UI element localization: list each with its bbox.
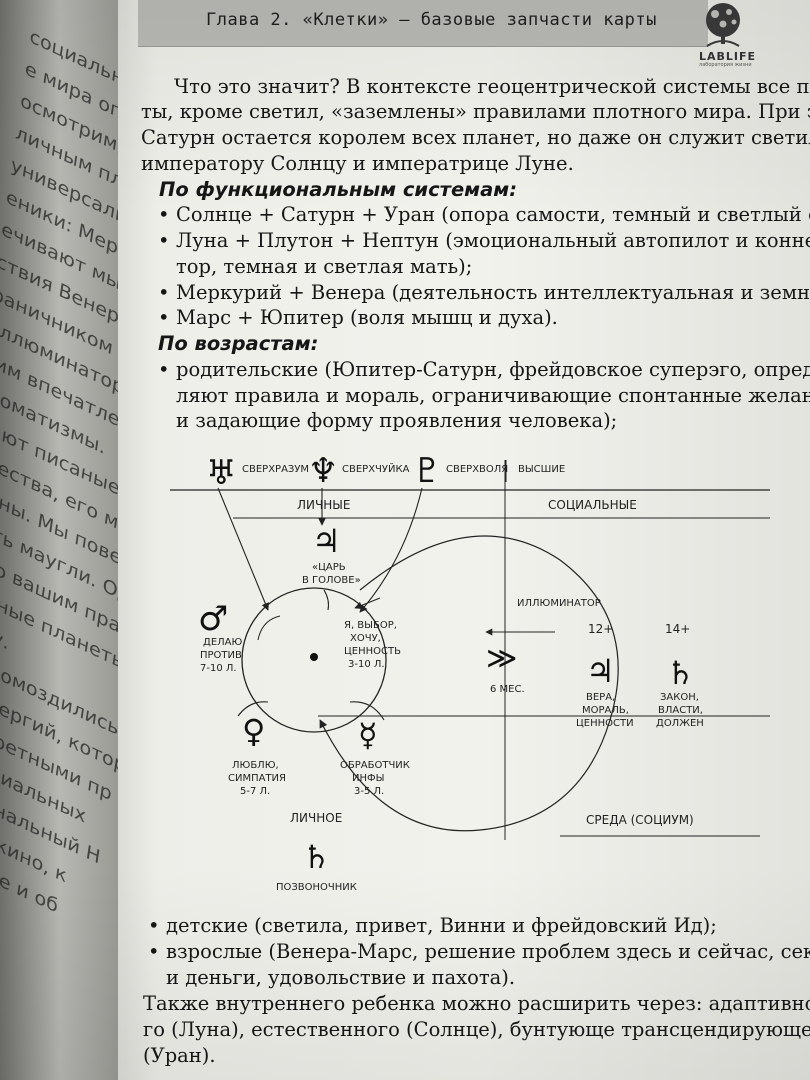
para1-line-3: Сатурн остается королем всех планет, но … [141, 126, 810, 149]
label-superchuyka: СВЕРХЧУЙКА [342, 462, 410, 475]
label-sreda: СРЕДА (СОЦИУМ) [586, 813, 694, 827]
label-vysshie: ВЫСШИЕ [518, 464, 565, 475]
mars-icon: ♂ [198, 599, 228, 639]
arrow-uranus [217, 487, 269, 611]
vera-line-1: ВЕРА, [586, 692, 615, 703]
age-item-1-cont-2: и задающие форму проявления человека); [176, 409, 618, 432]
ya-line-4: 3-10 Л. [348, 659, 385, 670]
label-illuminator: ИЛЛЮМИНАТОР [517, 598, 601, 609]
label-lichnoe: ЛИЧНОЕ [290, 811, 342, 825]
ya-line-2: ХОЧУ, [350, 633, 381, 644]
uranus-icon: ♅ [206, 453, 236, 493]
functional-item-4: Марс + Юпитер (воля мышц и духа). [158, 305, 558, 331]
sagittarius-icon: ≫ [486, 641, 517, 676]
vera-line-3: ЦЕННОСТИ [576, 718, 634, 729]
functional-item-1: Солнце + Сатурн + Уран (опора самости, т… [158, 202, 810, 228]
vera-line-2: МОРАЛЬ, [582, 705, 629, 716]
functional-item-2-cont: тор, темная и светлая мать); [176, 255, 473, 278]
delayu-line-1: ДЕЛАЮ [203, 637, 242, 648]
lablife-logo: LABLIFE лаборатория жизни [693, 0, 773, 70]
age-item-2: детские (светила, привет, Винни и фрейдо… [148, 913, 717, 939]
obrabotchik-line-3: 3-5 Л. [354, 786, 384, 797]
label-six-months: 6 МЕС. [490, 684, 525, 695]
self-circle [241, 587, 387, 733]
age-item-3: взрослые (Венера-Марс, решение проблем з… [148, 939, 810, 965]
functional-item-3: Меркурий + Венера (деятельность интеллек… [158, 280, 810, 306]
para-last-line-1: Также внутреннего ребенка можно расширит… [143, 992, 810, 1015]
lyublyu-line-3: 5-7 Л. [240, 786, 270, 797]
tsar-line-2: В ГОЛОВЕ» [302, 575, 361, 586]
jupiter-icon: ♃ [312, 522, 341, 560]
tsar-line-1: «ЦАРЬ [312, 562, 346, 573]
age-item-1: родительские (Юпитер-Сатурн, фрейдовское… [158, 357, 810, 383]
sun-dot [310, 653, 318, 661]
obrabotchik-line-2: ИНФЫ [352, 773, 384, 784]
delayu-line-3: 7-10 Л. [200, 663, 237, 674]
obrabotchik-line-1: ОБРАБОТЧИК [340, 760, 410, 771]
para-last-line-2: го (Луна), естественного (Солнце), бунту… [143, 1018, 810, 1041]
para-last-line-3: (Уран). [143, 1044, 216, 1067]
ya-line-1: Я, ВЫБОР, [344, 620, 397, 631]
mercury-icon: ☿ [358, 716, 378, 754]
functional-item-2: Луна + Плутон + Нептун (эмоциональный ав… [158, 228, 810, 254]
para1-line-4: императору Солнцу и императрице Луне. [141, 152, 574, 175]
neptune-icon: ♆ [308, 451, 338, 491]
left-page-edge: социальные (Юпитере мира определеныосмот… [0, 0, 118, 1080]
delayu-line-2: ПРОТИВ [200, 650, 242, 661]
pluto-icon: ♇ [412, 451, 442, 491]
para1-line-1: Что это значит? В контексте геоцентричес… [174, 75, 810, 98]
age-item-3-cont: и деньги, удовольствие и пахота). [166, 966, 516, 989]
label-superrazum: СВЕРХРАЗУМ [242, 464, 309, 475]
lyublyu-line-1: ЛЮБЛЮ, [232, 760, 279, 771]
label-pozvonochnik: ПОЗВОНОЧНИК [276, 882, 357, 893]
venus-icon: ♀ [242, 712, 265, 750]
right-page: Глава 2. «Клетки» — базовые запчасти кар… [118, 0, 810, 1080]
logo-subtitle: лаборатория жизни [699, 62, 752, 68]
heading-age: По возрастам: [158, 332, 319, 355]
label-lichnye: ЛИЧНЫЕ [297, 498, 350, 512]
jupiter-social-icon: ♃ [586, 652, 615, 690]
chapter-title: Глава 2. «Клетки» — базовые запчасти кар… [206, 10, 657, 30]
saturn-personal-icon: ♄ [302, 838, 331, 876]
lyublyu-line-2: СИМПАТИЯ [228, 773, 286, 784]
age-item-1-cont-1: ляют правила и мораль, ограничивающие сп… [176, 384, 810, 407]
para1-line-2: ты, кроме светил, «заземлены» правилами … [141, 100, 810, 123]
running-header: Глава 2. «Клетки» — базовые запчасти кар… [138, 0, 708, 47]
heading-functional: По функциональным системам: [159, 178, 518, 201]
label-age-12: 12+ [588, 622, 613, 636]
label-socialnye: СОЦИАЛЬНЫЕ [548, 498, 637, 512]
zakon-line-3: ДОЛЖЕН [656, 718, 704, 729]
tree-icon [706, 3, 740, 47]
logo-name: LABLIFE [699, 50, 757, 63]
ya-line-3: ЦЕННОСТЬ [344, 646, 401, 657]
zakon-line-1: ЗАКОН, [660, 692, 699, 703]
zakon-line-2: ВЛАСТИ, [658, 705, 703, 716]
saturn-social-icon: ♄ [666, 654, 695, 692]
label-age-14: 14+ [665, 622, 690, 636]
big-cycle-arc [319, 535, 619, 832]
label-supervolya: СВЕРХВОЛЯ [446, 464, 508, 475]
arrow-pluto [359, 487, 423, 613]
